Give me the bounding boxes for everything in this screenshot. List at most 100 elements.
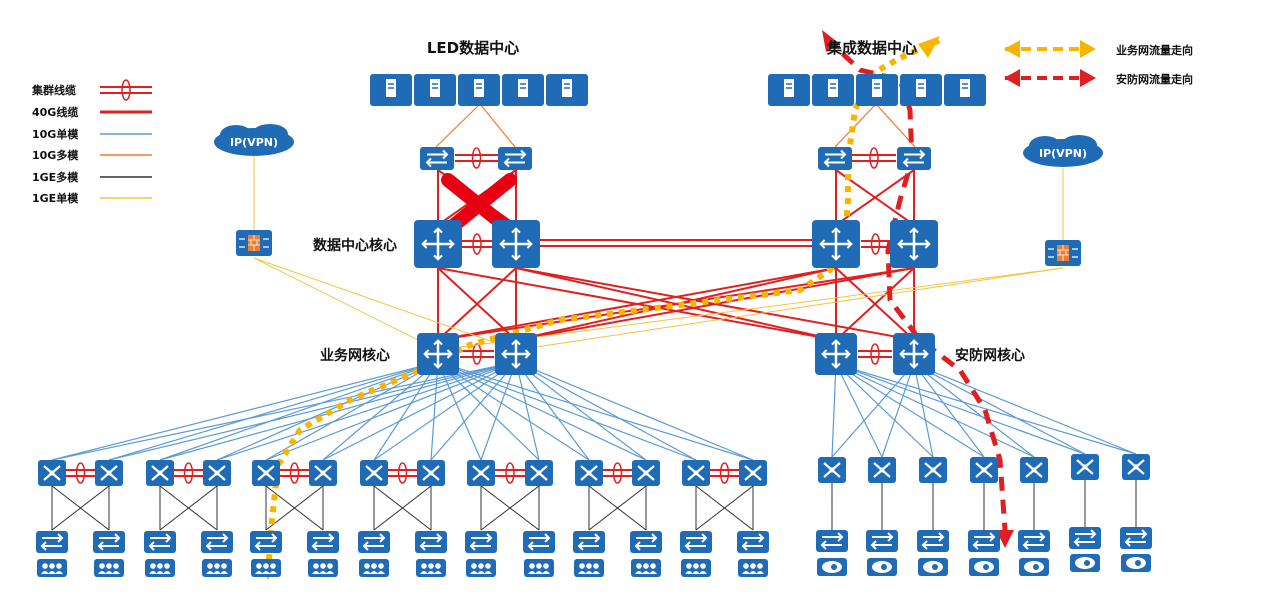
link-10g-mm [834, 103, 877, 148]
link-1ge-mm [51, 485, 110, 531]
access-switch-icon [146, 460, 174, 486]
floor-switch-icon [917, 530, 949, 552]
access-switch-icon [868, 457, 896, 483]
server-icon [812, 74, 854, 106]
legend-label-2: 10G单模 [32, 127, 79, 141]
link-1ge-sm [253, 257, 439, 351]
users-icon [631, 559, 661, 577]
users-icon [202, 559, 232, 577]
integration-dc-title: 集成数据中心 [826, 39, 917, 57]
link-40g [835, 267, 915, 341]
users-icon [145, 559, 175, 577]
access-switch-icon [632, 460, 660, 486]
floor-switch-icon [523, 531, 555, 553]
access-switch-icon [467, 460, 495, 486]
cluster-ring [75, 462, 86, 484]
link-40g [437, 267, 517, 341]
core-router-icon [893, 333, 935, 375]
link-10g-sm [831, 363, 837, 458]
floor-switch-icon [680, 531, 712, 553]
users-icon [574, 559, 604, 577]
link-10g-sm [437, 361, 647, 461]
link-10g-sm [437, 361, 540, 461]
floor-switch-icon [307, 531, 339, 553]
link-10g-sm [913, 363, 934, 458]
core-router-icon [495, 333, 537, 375]
cluster-ring [183, 462, 194, 484]
link-10g-sm [515, 361, 754, 461]
users-icon [466, 559, 496, 577]
link-10g-sm [437, 361, 590, 461]
access-switch-icon [309, 460, 337, 486]
access-switch-icon [682, 460, 710, 486]
server-icon [856, 74, 898, 106]
users-icon [251, 559, 281, 577]
link-10g-sm [216, 361, 517, 461]
server-icon [502, 74, 544, 106]
access-switch-icon [575, 460, 603, 486]
dc-core-router-icon [812, 220, 860, 268]
users-icon [94, 559, 124, 577]
access-switch-icon [525, 460, 553, 486]
link-10g-sm [437, 361, 482, 461]
floor-switch-icon [93, 531, 125, 553]
link-10g-sm [480, 361, 517, 461]
firewall-icon [236, 230, 272, 256]
link-10g-mm [435, 103, 481, 148]
access-switch-icon [919, 457, 947, 483]
camera-icon [1121, 554, 1151, 572]
sec-traffic-flow-path [824, 36, 1008, 531]
camera-icon [969, 558, 999, 576]
access-switch-icon [360, 460, 388, 486]
floor-switch-icon [201, 531, 233, 553]
users-icon [37, 559, 67, 577]
link-10g-sm [322, 361, 517, 461]
link-10g-sm [913, 363, 985, 458]
camera-icon [918, 558, 948, 576]
vpn-cloud-right: IP(VPN) [1023, 135, 1103, 167]
camera-icon [817, 558, 847, 576]
access-switch-icon [739, 460, 767, 486]
floor-switch-icon [1120, 527, 1152, 549]
floor-switch-icon [36, 531, 68, 553]
server-icon [458, 74, 500, 106]
link-10g-sm [831, 363, 915, 458]
flow-legend-biz-label: 业务网流量走向 [1116, 43, 1193, 57]
access-switch-icon [95, 460, 123, 486]
cluster-ring [397, 462, 408, 484]
server-icon [370, 74, 412, 106]
floor-switch-icon [144, 531, 176, 553]
legend-label-5: 1GE单模 [32, 191, 79, 205]
floor-switch-icon [737, 531, 769, 553]
camera-icon [1070, 554, 1100, 572]
link-10g-sm [835, 363, 1035, 458]
cluster-ring [869, 147, 879, 169]
cluster-ring [471, 147, 482, 169]
floor-switch-icon [465, 531, 497, 553]
users-icon [359, 559, 389, 577]
link-10g-sm [835, 363, 1086, 455]
sec-flow-arrowhead-bottom [996, 530, 1014, 548]
link-1ge-mm [588, 485, 647, 531]
access-switch-icon [203, 460, 231, 486]
dc-core-router-icon [890, 220, 938, 268]
access-switch-icon [970, 457, 998, 483]
access-switch-icon [38, 460, 66, 486]
aggregation-switch-icon [420, 147, 454, 170]
link-10g-sm [835, 363, 1137, 455]
sec-flow-arrowhead-top [822, 30, 840, 52]
link-10g-mm [875, 103, 916, 148]
link-40g [437, 267, 837, 341]
sec-core-label: 安防网核心 [955, 347, 1025, 364]
cluster-ring [472, 233, 482, 255]
link-10g-sm [881, 363, 915, 458]
dc-core-router-icon [492, 220, 540, 268]
cluster-ring [870, 343, 880, 365]
label-layer: LED数据中心 集成数据中心 数据中心核心 业务网核心 安防网核心 [313, 39, 1025, 364]
floor-switch-icon [630, 531, 662, 553]
core-router-icon [815, 333, 857, 375]
cluster-ring [505, 462, 515, 484]
flow-legend-sec-label: 安防网流量走向 [1116, 72, 1193, 86]
link-10g-sm [515, 361, 590, 461]
